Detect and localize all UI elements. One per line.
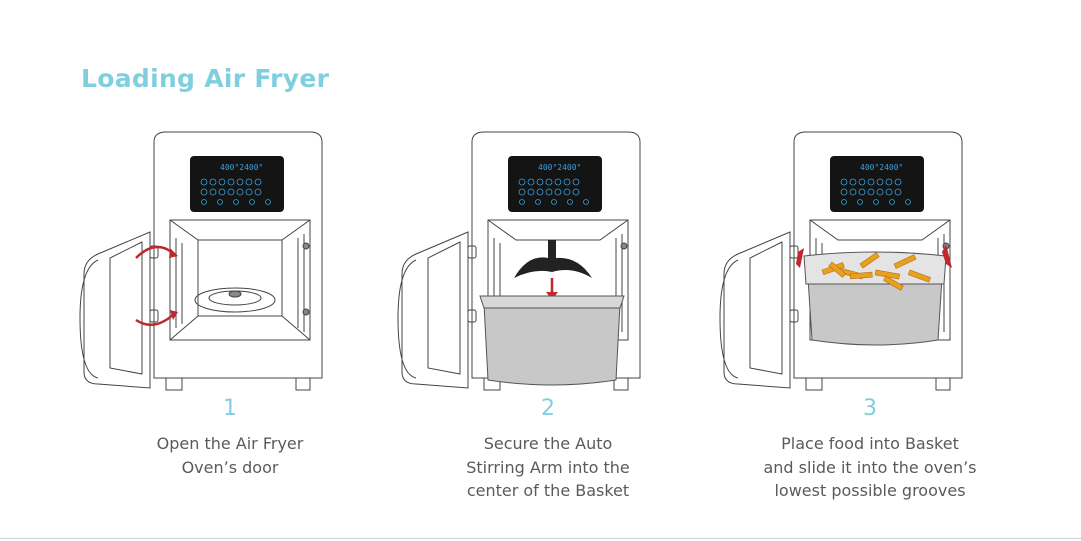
stirring-arm-basket-illustration: 400°2400° xyxy=(388,128,708,398)
step-number: 1 xyxy=(70,396,390,421)
panel-readout: 400°2400° xyxy=(220,163,263,172)
step-caption: Open the Air Fryer Oven’s door xyxy=(70,432,390,479)
step-caption: Place food into Basket and slide it into… xyxy=(710,432,1030,503)
page-title: Loading Air Fryer xyxy=(81,64,329,93)
basket xyxy=(808,278,942,345)
step-number: 2 xyxy=(388,396,708,421)
panel-readout: 400°2400° xyxy=(860,163,903,172)
basket-with-food-illustration: 400°2400° xyxy=(710,128,1030,398)
stirring-arm-icon xyxy=(514,240,592,278)
bottom-divider xyxy=(0,538,1081,539)
step-number: 3 xyxy=(710,396,1030,421)
step-caption: Secure the Auto Stirring Arm into the ce… xyxy=(388,432,708,503)
slide-arrow-icon xyxy=(796,248,804,268)
panel-readout: 400°2400° xyxy=(538,163,581,172)
air-fryer-open-door-illustration: 400°2400° xyxy=(70,128,390,398)
basket xyxy=(484,304,620,385)
